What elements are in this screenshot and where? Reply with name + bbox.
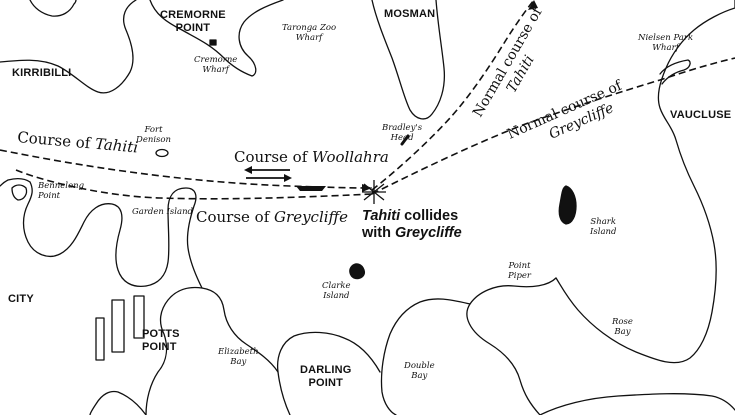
garden-island-shore [145,187,203,289]
woollahra-arrowhead-right [284,174,292,182]
course-greycliffe-label: Course of Greycliffe [196,208,349,226]
normal-course-tahiti-line [371,0,535,191]
shark-island-label: Shark Island [590,217,617,237]
bradleys-head-marker [400,134,410,146]
wharf-2 [95,317,105,361]
cremorne-wharf-label: Cremorne Wharf [194,55,238,75]
double-bay-label: Double Bay [404,361,435,381]
cremorne-wharf-marker [209,39,217,46]
collision-label: Tahiti collides with Greycliffe [362,208,462,242]
kirribilli-shore [0,0,137,94]
vaucluse-shore [555,0,735,364]
woollahra-ferry [296,186,326,191]
garden-island-label: Garden Island [132,207,193,217]
nielsen-park-wharf-shape [659,59,691,85]
farm-cove-shore [22,181,147,288]
course-woollahra-label: Course of Woollahra [234,148,389,166]
point-piper-shore [466,277,557,415]
vaucluse-label: VAUCLUSE [670,109,732,121]
taronga-zoo-wharf-label: Taronga Zoo Wharf [282,23,337,43]
darling-point-shore [276,331,381,415]
kirribilli-label: KIRRIBILLI [12,67,72,79]
wharf-3 [133,295,145,339]
fort-denison-label: Fort Denison [136,125,171,145]
bradleys-head-label: Bradley's Head [382,123,423,143]
shark-island [558,185,577,225]
bennelong-point-shape [11,184,28,201]
clarke-island [349,263,366,280]
mosman-shore [371,0,446,120]
collision-mark [362,180,386,204]
rose-bay-shore [539,393,735,415]
cremorne-point-label: CREMORNE POINT [160,9,226,35]
cremorne-point-shore [149,0,284,77]
potts-point-label: POTTS POINT [142,328,180,354]
potts-point-shore [89,390,147,415]
nielsen-park-wharf-label: Nielsen Park Wharf [638,33,694,53]
double-bay-shore [380,298,471,415]
city-shore [0,178,31,187]
woollahra-arrowhead-left [244,166,252,174]
fort-denison-island [155,148,169,158]
course-greycliffe-line [15,169,373,200]
point-piper-label: Point Piper [508,261,531,281]
city-label: CITY [8,293,34,305]
wharf-1 [111,299,125,353]
northwest-cove [29,0,77,17]
mosman-label: MOSMAN [384,8,436,20]
bennelong-point-label: Bennelong Point [38,181,85,201]
elizabeth-bay-shore [145,286,279,415]
elizabeth-bay-label: Elizabeth Bay [218,347,259,367]
tahiti-normal-arrowhead [528,0,538,10]
tahiti-arrowhead [362,184,372,192]
rose-bay-label: Rose Bay [612,317,633,337]
darling-point-label: DARLING POINT [300,364,352,390]
clarke-island-label: Clarke Island [322,281,351,301]
